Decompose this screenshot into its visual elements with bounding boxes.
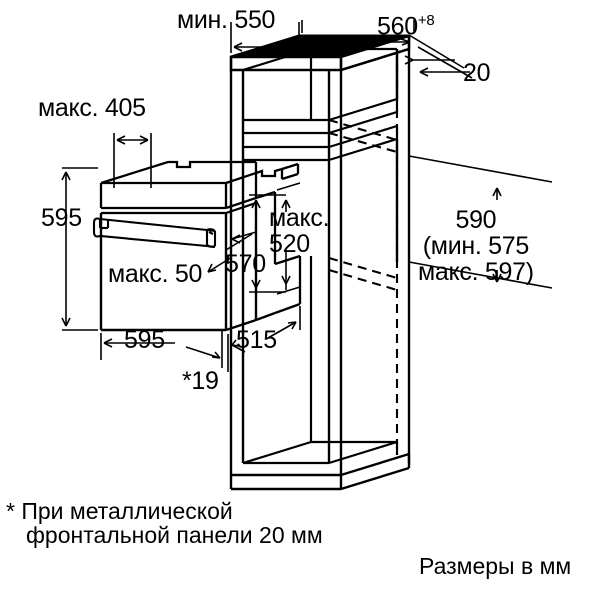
label-oven-body-depth: 570 [225,250,266,278]
niche-width-value: 560 [377,12,418,41]
label-oven-front-width: 595 [124,326,165,354]
cabinet-lower-shelf [243,124,399,162]
dim-gap-max [207,231,257,273]
oven-top-panel [100,160,258,185]
cabinet-hidden-diagonals [328,118,398,292]
oven-bottom-edges [274,254,302,315]
footnote-line2: фронтальной панели 20 мм [26,521,323,548]
footnote-text: * При металлической фронтальной панели 2… [6,498,323,548]
dim-niche-width [301,20,415,46]
niche-depth-max-line2: 520 [269,230,310,258]
niche-height-value: 590 [455,206,497,234]
oven-fascia-strip [99,170,258,210]
label-oven-height: 595 [41,204,82,232]
footnote-marker: * [6,498,15,524]
niche-height-min: (мин. 575 [422,232,529,260]
dim-oven-front-width [100,333,221,360]
label-door-clearance: макс. 405 [38,94,146,122]
dim-oven-height [61,167,98,331]
niche-width-tolerance: +8 [417,12,435,29]
oven-door-top-edge [101,201,257,215]
label-oven-body-width: 515 [236,326,277,354]
cabinet-right-post [327,57,343,475]
dim-door-clearance [113,133,152,188]
dim-front-overhang [404,34,473,79]
label-niche-width: 560+8 [377,12,435,41]
dim-oven-body-depth [249,194,286,293]
label-front-panel-thickness: *19 [182,367,219,395]
cabinet-interior-floor [242,256,398,465]
dim-niche-height [408,155,553,289]
cabinet-right-rear-panel [395,35,411,463]
label-niche-depth-min: мин. 550 [177,6,276,34]
footnote-line1: При металлической [21,498,233,524]
dim-front-panel-thickness [221,330,229,372]
label-gap-max: макс. 50 [108,260,203,288]
label-niche-depth-max: макс.520 [269,204,330,258]
dim-niche-depth-max [276,182,301,295]
dim-niche-depth-min [230,22,300,53]
cabinet-upper-shelf [243,97,399,135]
cabinet-left-post [229,57,245,475]
dim-oven-body-width [231,306,301,353]
label-niche-height: 590 (мин. 575 макс. 597) [418,207,534,285]
units-note: Размеры в мм [419,553,572,579]
niche-height-max: макс. 597) [418,258,534,286]
niche-depth-max-line1: макс. [269,204,330,232]
label-front-overhang: 20 [463,59,491,87]
cabinet-bottom-panel [229,452,411,491]
oven-handle [92,217,217,249]
oven-rear-flange [280,162,300,181]
